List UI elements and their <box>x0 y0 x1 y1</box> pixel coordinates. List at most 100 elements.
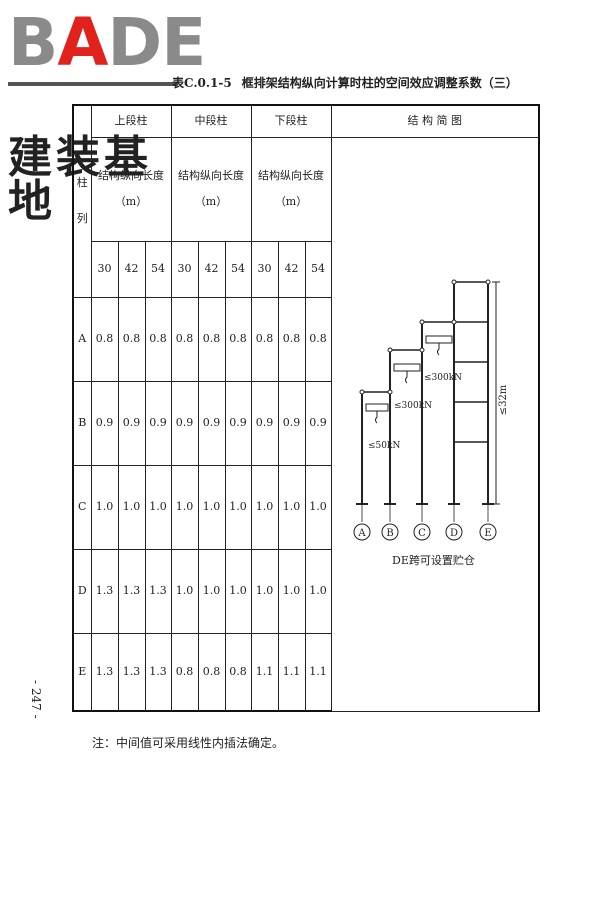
coefficient-cell: 0.8 <box>277 296 306 382</box>
coefficient-cell: 0.8 <box>197 296 226 382</box>
coefficient-cell: 1.0 <box>277 464 306 550</box>
crane-bc <box>393 363 421 372</box>
coefficient-cell: 0.9 <box>170 380 199 466</box>
coefficient-cell: 1.0 <box>170 548 199 634</box>
length-value: 42 <box>277 240 306 298</box>
crane-hook-icon <box>437 343 440 356</box>
length-value: 42 <box>197 240 226 298</box>
table-row: D 1.3 1.3 1.3 1.0 1.0 1.0 1.0 1.0 1.0 <box>72 548 539 634</box>
crane-load-label: ≤50kN <box>368 441 400 451</box>
axis-label: B <box>386 528 393 539</box>
coefficient-cell: 0.8 <box>224 296 252 382</box>
coefficient-cell: 0.9 <box>304 380 332 466</box>
coefficient-cell: 0.8 <box>224 632 252 712</box>
length-value: 30 <box>170 240 199 298</box>
coefficient-cell: 0.8 <box>250 296 279 382</box>
table-row: E 1.3 1.3 1.3 0.8 0.8 0.8 1.1 1.1 1.1 <box>72 632 539 712</box>
table-note: 注：中间值可采用线性内插法确定。 <box>92 736 285 750</box>
coefficient-cell: 0.9 <box>144 380 172 466</box>
coefficient-cell: 1.3 <box>117 632 146 712</box>
crane-load-label: ≤300kN <box>424 373 462 383</box>
coefficient-cell: 1.0 <box>197 464 226 550</box>
coefficient-cell: 1.0 <box>250 464 279 550</box>
row-axis-label: C <box>72 464 92 550</box>
coefficient-cell: 0.9 <box>224 380 252 466</box>
crane-load-label: ≤300kN <box>394 401 432 411</box>
coefficient-cell: 0.9 <box>277 380 306 466</box>
group-header-middle: 中段柱 <box>170 104 252 138</box>
axis-bubble <box>413 523 431 541</box>
coefficient-cell: 0.9 <box>90 380 119 466</box>
coefficient-cell: 1.1 <box>277 632 306 712</box>
coefficient-cell: 0.9 <box>250 380 279 466</box>
diagram-header: 结 构 简 图 <box>330 104 541 138</box>
logo-wordmark: BADE <box>8 4 206 81</box>
coefficient-cell: 0.8 <box>197 632 226 712</box>
coefficient-cell: 1.3 <box>144 548 172 634</box>
coefficient-cell: 1.0 <box>277 548 306 634</box>
axis-label: D <box>450 528 458 539</box>
length-value: 30 <box>250 240 279 298</box>
frame-structure-diagram: ≤50kN ≤300kN ≤300kN ≤32m A B C D E <box>353 279 509 541</box>
joint <box>485 279 491 285</box>
table-row: B 0.9 0.9 0.9 0.9 0.9 0.9 0.9 0.9 0.9 <box>72 380 539 466</box>
crane-cd <box>425 335 453 344</box>
length-value: 30 <box>90 240 119 298</box>
coefficient-cell: 1.0 <box>304 548 332 634</box>
coefficient-cell: 1.1 <box>250 632 279 712</box>
logo-underline <box>8 82 178 86</box>
coefficient-cell: 1.1 <box>304 632 332 712</box>
coefficient-cell: 1.0 <box>250 548 279 634</box>
height-label: ≤32m <box>498 384 509 415</box>
axis-bubble <box>479 523 497 541</box>
group-header-upper: 上段柱 <box>90 104 172 138</box>
table-row: A 0.8 0.8 0.8 0.8 0.8 0.8 0.8 0.8 0.8 <box>72 296 539 382</box>
coefficient-cell: 1.0 <box>144 464 172 550</box>
axis-label: A <box>357 528 366 539</box>
joint <box>419 347 425 353</box>
table-number: 表C.0.1-5 <box>172 76 232 90</box>
coefficient-cell: 0.8 <box>170 632 199 712</box>
coefficient-cell: 0.8 <box>170 296 199 382</box>
coefficient-cell: 0.8 <box>90 296 119 382</box>
coefficient-cell: 1.0 <box>304 464 332 550</box>
row-axis-label: E <box>72 632 92 712</box>
axis-bubble <box>445 523 463 541</box>
column-axis-header: 柱 列 <box>72 104 92 298</box>
coefficient-cell: 1.3 <box>90 632 119 712</box>
joint <box>387 389 393 395</box>
page-number: - 247 - <box>29 680 43 719</box>
diagram-cell <box>330 136 541 712</box>
length-value: 42 <box>117 240 146 298</box>
crane-hook-icon <box>405 371 408 384</box>
joint <box>419 319 425 325</box>
row-axis-label: B <box>72 380 92 466</box>
joint <box>387 347 393 353</box>
row-axis-label: D <box>72 548 92 634</box>
table-row: C 1.0 1.0 1.0 1.0 1.0 1.0 1.0 1.0 1.0 <box>72 464 539 550</box>
axis-label: E <box>484 528 491 539</box>
row-axis-label: A <box>72 296 92 382</box>
coefficient-cell: 1.3 <box>90 548 119 634</box>
coefficient-cell: 1.3 <box>117 548 146 634</box>
coefficient-cell: 1.0 <box>170 464 199 550</box>
coefficient-cell: 0.9 <box>197 380 226 466</box>
joint <box>451 319 457 325</box>
coefficient-cell: 1.0 <box>224 548 252 634</box>
coefficient-cell: 1.0 <box>117 464 146 550</box>
length-label-upper: 结构纵向长度（m） <box>90 136 172 242</box>
length-label-lower: 结构纵向长度（m） <box>250 136 332 242</box>
coefficient-cell: 0.8 <box>117 296 146 382</box>
crane-ab <box>365 403 389 412</box>
coefficient-table: 柱 列 上段柱 中段柱 下段柱 结 构 简 图 结构纵向长度（m） 结构纵向长度… <box>72 104 541 712</box>
axis-bubble <box>381 523 399 541</box>
joint <box>359 389 365 395</box>
diagram-caption: DE跨可设置贮仓 <box>392 554 475 567</box>
crane-hook-icon <box>375 411 378 424</box>
table-title: 表C.0.1-5 框排架结构纵向计算时柱的空间效应调整系数（三） <box>172 74 528 91</box>
joint <box>451 279 457 285</box>
coefficient-cell: 0.8 <box>144 296 172 382</box>
table-caption: 框排架结构纵向计算时柱的空间效应调整系数（三） <box>241 76 518 90</box>
axis-bubble <box>353 523 371 541</box>
coefficient-cell: 1.0 <box>90 464 119 550</box>
